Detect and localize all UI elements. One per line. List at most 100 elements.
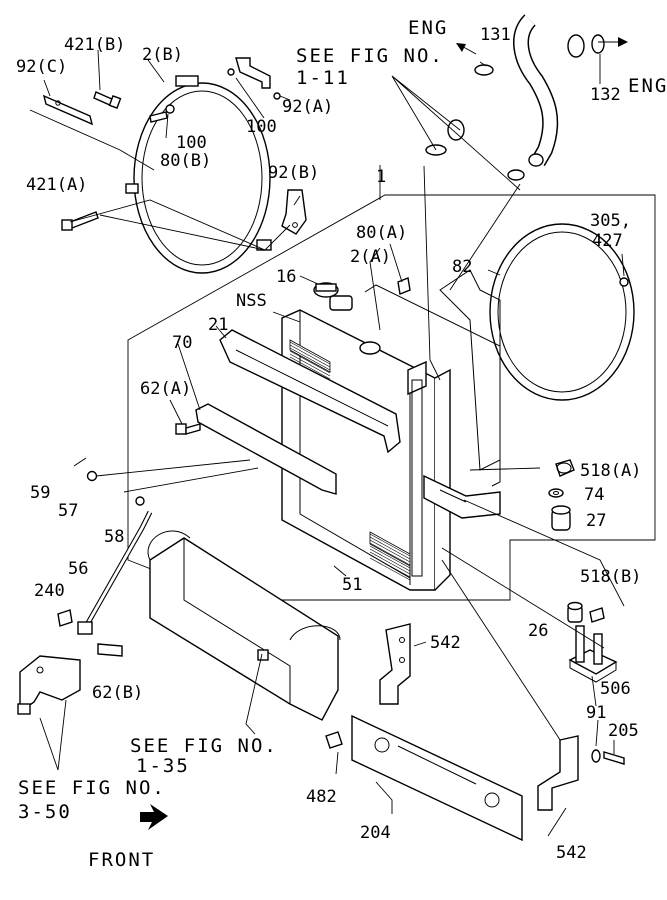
label-92b: 92(B) [268, 163, 319, 183]
label-62b: 62(B) [92, 683, 143, 703]
washer-57 [86, 470, 98, 482]
label-74: 74 [584, 485, 604, 505]
radiator-core [281, 295, 451, 591]
bolt-100 [227, 68, 235, 76]
nut-482 [325, 731, 343, 749]
bolt-205 [603, 751, 625, 765]
nut-518a [555, 459, 575, 477]
radiator-fin-line [369, 533, 411, 557]
intercooler [147, 530, 341, 721]
label-62a: 62(A) [140, 379, 191, 399]
label-240: 240 [34, 581, 65, 601]
label-518a: 518(A) [580, 461, 641, 481]
ref-fig-1-35-line2: 1-35 [136, 755, 190, 777]
label-204: 204 [360, 823, 391, 843]
nut-518b [589, 607, 605, 623]
label-518b: 518(B) [580, 567, 641, 587]
bolt-421b [93, 91, 122, 109]
bolt-80b [149, 104, 175, 123]
radiator-fin-line [369, 551, 411, 575]
label-80b: 80(B) [160, 151, 211, 171]
label-eng-right: ENG [628, 75, 667, 97]
hose-clamp-132 [591, 34, 605, 54]
label-51: 51 [342, 575, 362, 595]
clamp-240 [57, 609, 73, 627]
label-91: 91 [586, 703, 606, 723]
radiator-fin-line [289, 347, 331, 371]
hose-clamps-lower [425, 144, 525, 181]
hose-clamp-131 [474, 64, 494, 76]
bracket-92a [235, 57, 281, 100]
panel-204 [351, 714, 523, 842]
label-26: 26 [528, 621, 548, 641]
radiator-hoses [447, 14, 585, 167]
radiator-fin-line [369, 548, 411, 572]
hose-56 [77, 510, 153, 635]
label-132: 132 [590, 85, 621, 105]
front-arrow-icon [140, 804, 168, 830]
label-421a: 421(A) [26, 175, 87, 195]
label-131: 131 [480, 25, 511, 45]
label-27: 27 [586, 511, 606, 531]
radiator-fin-line [289, 356, 331, 380]
bolt-62a [175, 423, 201, 435]
radiator-fin-line [369, 536, 411, 560]
washer-74 [548, 488, 564, 498]
label-542-lower: 542 [556, 843, 587, 863]
bracket-3-50 [17, 655, 81, 715]
grommet-305-427 [619, 277, 629, 287]
bracket-92b [281, 189, 307, 235]
radiator-fin-line [369, 554, 411, 578]
label-2a: 2(A) [350, 247, 391, 267]
label-92c: 92(C) [16, 57, 67, 77]
bolt-62b [97, 643, 123, 657]
ref-fig-1-11-line1: SEE FIG NO. [296, 45, 444, 67]
bracket-92c [42, 94, 94, 126]
label-eng-left: ENG [408, 17, 448, 39]
label-56: 56 [68, 559, 88, 579]
radiator-fin-line [289, 353, 331, 377]
label-21: 21 [208, 315, 228, 335]
fan-shroud-ring-2b [125, 75, 272, 274]
radiator-fin-line [369, 545, 411, 569]
ref-fig-1-11-line2: 1-11 [296, 67, 350, 89]
bracket-542-upper [379, 623, 411, 705]
washer-91 [591, 749, 601, 763]
label-542-upper: 542 [430, 633, 461, 653]
label-305: 305, [590, 211, 631, 231]
cushion-27 [551, 505, 571, 531]
radiator-cap-16 [313, 282, 339, 298]
clip-58 [135, 496, 145, 506]
label-16: 16 [276, 267, 296, 287]
radiator-fin-line [289, 341, 331, 365]
radiator-fin-line [369, 539, 411, 563]
radiator-fin-line [369, 557, 411, 581]
label-70: 70 [172, 333, 192, 353]
drain-cock-59 [73, 457, 87, 467]
label-205: 205 [608, 721, 639, 741]
eng-arrow-right-icon [598, 37, 628, 47]
bolt-421a [61, 211, 99, 231]
label-100a: 100 [176, 133, 207, 153]
label-57: 57 [58, 501, 78, 521]
ref-fig-3-50-line1: SEE FIG NO. [18, 777, 166, 799]
seal-70 [195, 403, 337, 495]
label-82: 82 [452, 257, 472, 277]
label-1: 1 [376, 167, 386, 187]
radiator-fin-line [369, 542, 411, 566]
baffle-21 [219, 329, 401, 454]
front-label: FRONT [88, 849, 155, 871]
eng-arrow-left-icon [456, 43, 477, 55]
label-100b: 100 [246, 117, 277, 137]
ref-fig-1-35-line1: SEE FIG NO. [130, 735, 278, 757]
label-421b: 421(B) [64, 35, 125, 55]
label-59: 59 [30, 483, 50, 503]
mount-bracket-506 [568, 625, 618, 683]
bolt-80a [397, 277, 411, 295]
label-92a: 92(A) [282, 97, 333, 117]
radiator-fin-line [289, 344, 331, 368]
bracket-542-lower [537, 735, 579, 811]
label-2b: 2(B) [142, 45, 183, 65]
